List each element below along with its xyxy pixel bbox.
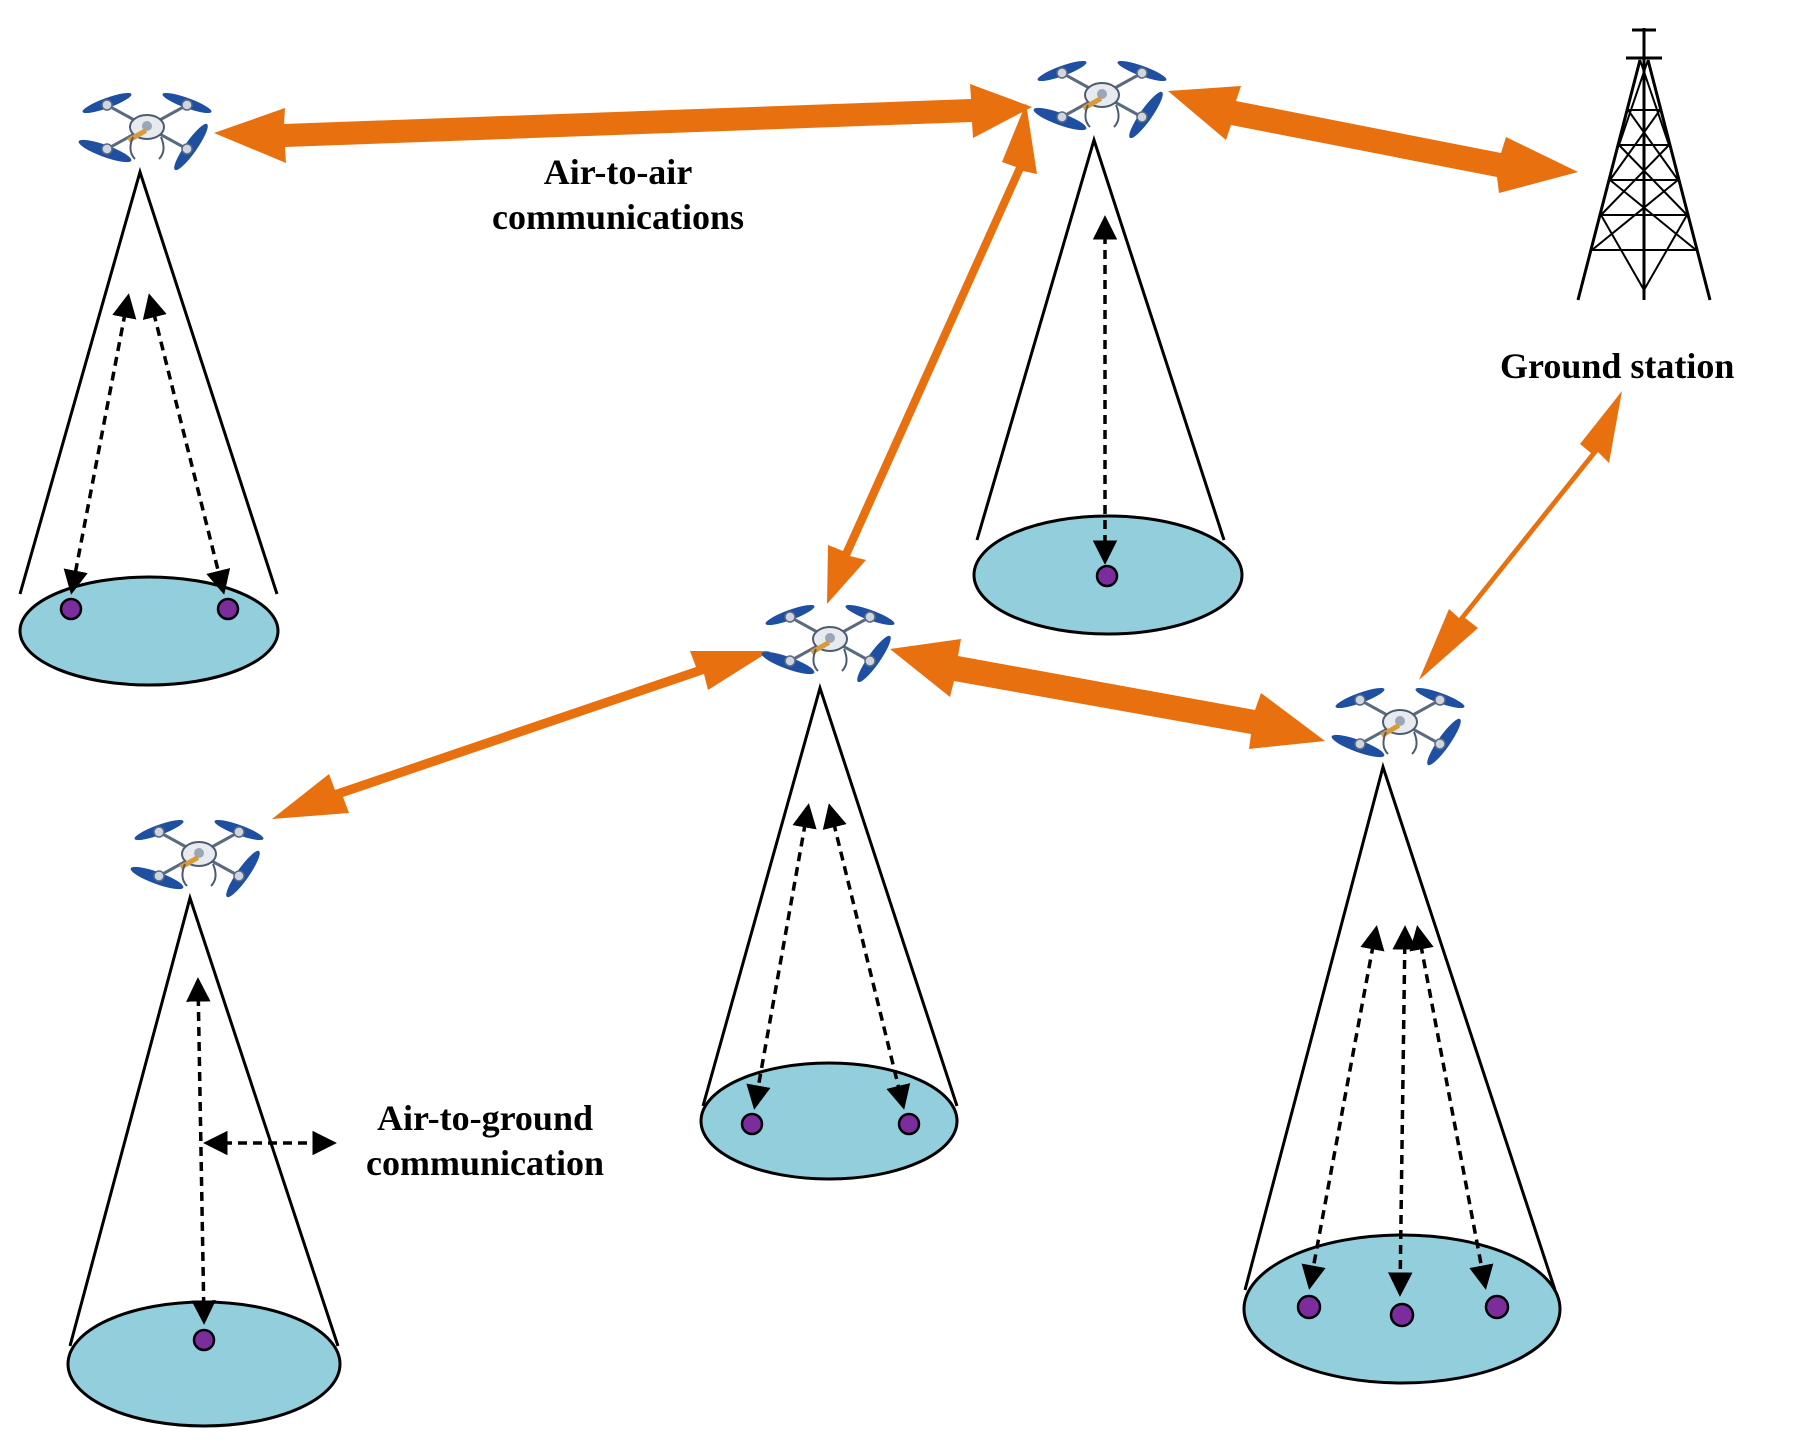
ground-user-dot xyxy=(1095,564,1119,588)
ground-user-dot xyxy=(1484,1294,1510,1320)
ground-user-dot xyxy=(1296,1294,1322,1320)
ground-user-dot xyxy=(897,1112,921,1136)
a2g-link-3a xyxy=(746,803,817,1110)
air-to-ground-label-line1: Air-to-ground xyxy=(377,1098,593,1138)
cone-2 xyxy=(975,134,1226,541)
quadcopter-icon xyxy=(1328,682,1468,770)
a2g-link-1b xyxy=(142,293,231,595)
radio-tower-icon xyxy=(1576,28,1712,301)
quadcopter-icon xyxy=(1030,55,1170,143)
ground-station-label: Ground station xyxy=(1500,344,1734,389)
air-to-air-label: Air-to-air communications xyxy=(468,150,768,240)
coverage-area-4 xyxy=(66,1300,342,1428)
a2g-link-5b xyxy=(1388,925,1417,1297)
a2g-link-5a xyxy=(1301,925,1385,1290)
air-to-air-links xyxy=(214,84,1622,819)
quadcopter-icon xyxy=(75,87,215,175)
a2g-link-3b xyxy=(822,803,911,1110)
air-to-ground-label: Air-to-ground communication xyxy=(335,1096,635,1186)
station-link-5 xyxy=(1419,391,1622,680)
ground-station-label-text: Ground station xyxy=(1500,346,1735,386)
ground-user-dot xyxy=(740,1112,764,1136)
station-link-2 xyxy=(1168,86,1578,193)
ground-user-dot xyxy=(59,597,83,621)
a2a-link-2-3 xyxy=(827,103,1037,604)
air-to-air-label-line2: communications xyxy=(492,197,744,237)
cone-4 xyxy=(68,892,340,1347)
ground-users xyxy=(59,564,1510,1352)
coverage-area-1 xyxy=(18,575,280,687)
coverage-cones xyxy=(18,134,1557,1347)
a2a-link-3-5 xyxy=(890,639,1325,749)
a2g-link-4 xyxy=(186,977,216,1325)
air-to-ground-links xyxy=(63,215,1494,1325)
a2a-link-1-2 xyxy=(214,84,1032,163)
cone-1 xyxy=(18,166,279,595)
ground-user-dot xyxy=(216,597,240,621)
quadcopter-icon xyxy=(758,599,898,687)
cone-5 xyxy=(1243,761,1557,1291)
uav-nodes xyxy=(75,55,1468,902)
air-to-air-label-line1: Air-to-air xyxy=(543,152,693,192)
a2a-link-3-4 xyxy=(272,651,770,819)
a2g-link-5c xyxy=(1409,925,1494,1290)
quadcopter-icon xyxy=(127,814,267,902)
a2g-link-1a xyxy=(63,293,137,595)
ground-user-dot xyxy=(192,1328,216,1352)
ground-user-dot xyxy=(1389,1302,1415,1328)
cone-3 xyxy=(701,682,959,1107)
air-to-ground-label-line2: communication xyxy=(366,1143,604,1183)
